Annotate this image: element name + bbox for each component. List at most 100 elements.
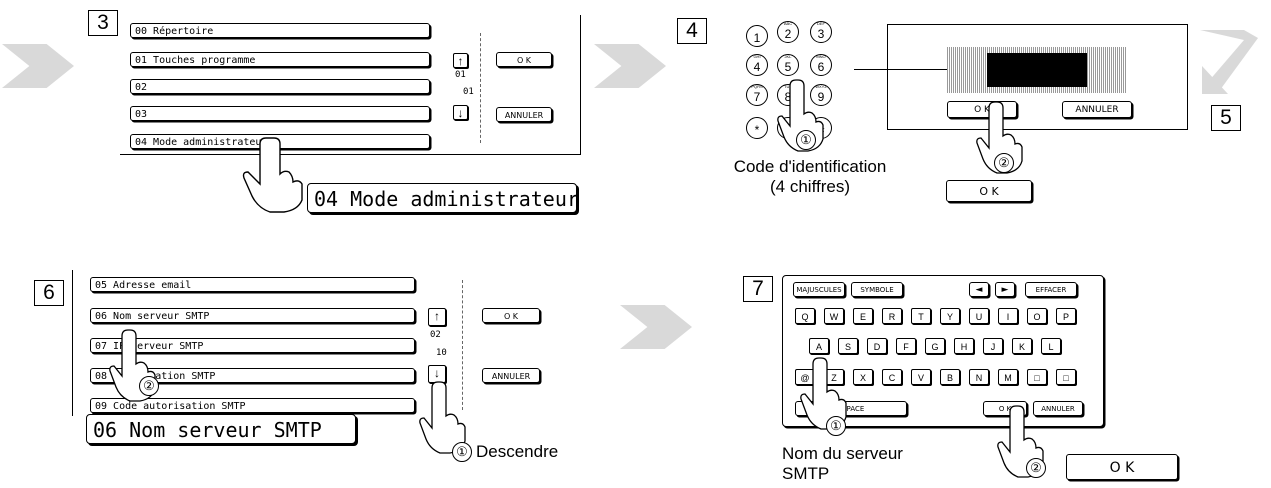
key-box-2[interactable]: □: [1056, 369, 1076, 385]
panel-right-edge: [580, 15, 581, 155]
key-e[interactable]: E: [853, 308, 873, 324]
ok-button-zoom: O K: [1066, 454, 1178, 480]
key-k[interactable]: K: [1012, 338, 1032, 354]
cancel-button[interactable]: ANNULER: [1062, 101, 1132, 118]
key-1[interactable]: 1: [746, 25, 768, 47]
key-d[interactable]: D: [867, 338, 887, 354]
step-marker-2: ②: [994, 153, 1014, 173]
dialog-left-edge: [887, 25, 888, 129]
key-star[interactable]: *: [746, 117, 768, 139]
key-g[interactable]: G: [925, 338, 945, 354]
key-o[interactable]: O: [1027, 308, 1047, 324]
key-f[interactable]: F: [896, 338, 916, 354]
key-b[interactable]: B: [940, 369, 960, 385]
step-marker-1: ①: [452, 442, 472, 462]
caption-line: (4 chiffres): [770, 177, 850, 196]
hand-pointer-icon: [236, 134, 308, 216]
key-t[interactable]: T: [911, 308, 931, 324]
symbol-button[interactable]: SYMBOLE: [851, 282, 903, 297]
key-c[interactable]: C: [882, 369, 902, 385]
ok-button[interactable]: O K: [496, 52, 552, 67]
ok-button-zoom: O K: [946, 180, 1032, 202]
page-current: 01: [455, 70, 466, 80]
scroll-up-button[interactable]: ↑: [428, 308, 446, 326]
menu-row[interactable]: 01 Touches programme: [130, 52, 430, 67]
step-number: 6: [34, 280, 64, 306]
key-box-1[interactable]: □: [1027, 369, 1047, 385]
key-m[interactable]: M: [998, 369, 1018, 385]
key-z[interactable]: Z: [824, 369, 844, 385]
hand-pointer-icon: [799, 354, 851, 436]
step-marker-2: ②: [139, 376, 159, 396]
hand-pointer-icon: [108, 326, 160, 408]
page-total: 01: [463, 87, 474, 97]
step-number: 5: [1211, 105, 1241, 131]
scroll-down-button[interactable]: ↓: [428, 365, 446, 383]
caption-line: Nom du serveur: [782, 444, 903, 463]
key-q[interactable]: Q: [795, 308, 815, 324]
smtp-name-caption: Nom du serveur SMTP: [782, 444, 962, 484]
key-p[interactable]: P: [1056, 308, 1076, 324]
ok-button[interactable]: O K: [482, 308, 540, 323]
caption-line: Code d'identification: [733, 157, 887, 176]
step-number: 7: [743, 276, 773, 302]
zoom-admin-mode: 04 Mode administrateur: [307, 183, 579, 213]
key-n[interactable]: N: [969, 369, 989, 385]
key-x[interactable]: X: [853, 369, 873, 385]
flow-arrow-diagonal: [1200, 30, 1258, 94]
uppercase-button[interactable]: MAJUSCULES: [793, 282, 845, 297]
divider: [480, 33, 481, 143]
cancel-button[interactable]: ANNULER: [482, 368, 540, 383]
menu-row[interactable]: 00 Répertoire: [130, 23, 430, 38]
panel-bottom-edge: [120, 154, 580, 155]
id-dialog: O K ANNULER: [887, 24, 1188, 130]
keyboard-panel: MAJUSCULES SYMBOLE ◄ ► EFFACER Q W E R T…: [782, 275, 1104, 427]
step-number: 3: [88, 10, 118, 36]
scroll-down-caption: Descendre: [476, 442, 559, 461]
id-code-caption: Code d'identification (4 chiffres): [700, 157, 920, 197]
menu-row[interactable]: 05 Adresse email: [90, 277, 415, 292]
cancel-button[interactable]: ANNULER: [1033, 401, 1083, 416]
flow-arrow: [2, 44, 74, 88]
menu-row[interactable]: 07 IP serveur SMTP: [90, 338, 415, 353]
key-s[interactable]: S: [838, 338, 858, 354]
cursor-right-button[interactable]: ►: [995, 282, 1015, 297]
key-u[interactable]: U: [969, 308, 989, 324]
page-current: 02: [430, 330, 441, 340]
cursor-left-button[interactable]: ◄: [969, 282, 989, 297]
key-l[interactable]: L: [1041, 338, 1061, 354]
menu-row[interactable]: 09 Code autorisation SMTP: [90, 398, 415, 413]
leader-line: [854, 69, 984, 70]
menu-row[interactable]: 02: [130, 79, 430, 94]
step-number: 4: [677, 18, 707, 44]
key-a[interactable]: A: [809, 338, 829, 354]
step3-panel: 00 Répertoire 01 Touches programme 02 03…: [120, 15, 581, 155]
flow-arrow: [594, 44, 666, 88]
divider: [462, 280, 463, 410]
key-r[interactable]: R: [882, 308, 902, 324]
scroll-up-button[interactable]: ↑: [453, 53, 468, 68]
panel-left-edge: [72, 270, 73, 416]
menu-row[interactable]: 03: [130, 106, 430, 121]
clear-button[interactable]: EFFACER: [1025, 282, 1077, 297]
step-marker-1: ①: [796, 130, 816, 150]
step-marker-1: ①: [826, 416, 846, 436]
key-i[interactable]: I: [998, 308, 1018, 324]
scroll-down-button[interactable]: ↓: [453, 105, 468, 120]
flow-arrow: [620, 305, 692, 349]
pin-display: [987, 53, 1087, 87]
key-h[interactable]: H: [954, 338, 974, 354]
key-v[interactable]: V: [911, 369, 931, 385]
menu-row[interactable]: 06 Nom serveur SMTP: [90, 308, 415, 323]
key-j[interactable]: J: [983, 338, 1003, 354]
key-y[interactable]: Y: [940, 308, 960, 324]
cancel-button[interactable]: ANNULER: [496, 107, 552, 122]
key-w[interactable]: W: [824, 308, 844, 324]
